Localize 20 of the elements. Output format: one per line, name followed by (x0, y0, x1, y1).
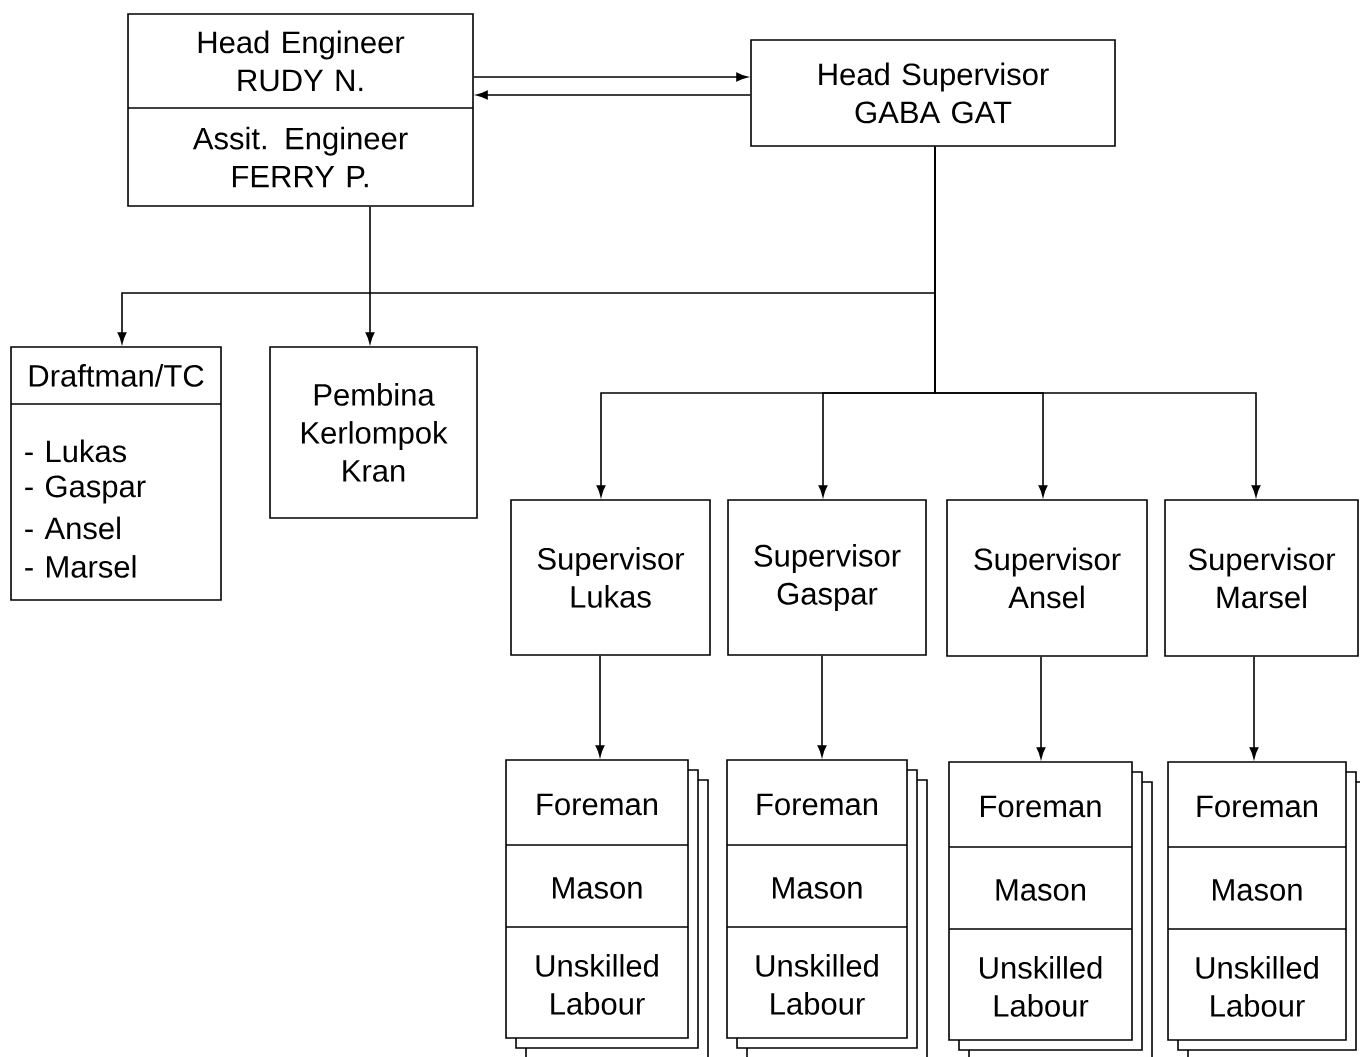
org-box: Head Supervisor GABA GAT (750, 39, 1116, 147)
arrow (1249, 656, 1259, 759)
stacked-box: Foreman Mason Unskilled Labour (505, 759, 709, 1057)
arrow (817, 655, 827, 757)
stacked-box: Foreman Mason Unskilled Labour (1167, 761, 1360, 1057)
arrow (934, 146, 1261, 497)
org-box: Supervisor Lukas (510, 499, 711, 656)
org-box: Supervisor Marsel (1164, 499, 1359, 657)
arrow (1036, 656, 1046, 759)
stacked-box: Foreman Mason Unskilled Labour (726, 759, 928, 1057)
stacked-box: Foreman Mason Unskilled Labour (948, 761, 1153, 1057)
arrow (473, 72, 748, 82)
org-box: Supervisor Ansel (946, 499, 1148, 657)
org-box: Supervisor Gaspar (727, 499, 927, 656)
org-box: Head Engineer RUDY N. Assit. Engineer FERRY P. (127, 13, 474, 207)
org-box: Pembina Kerlompok Kran (269, 346, 478, 519)
arrow (595, 655, 605, 757)
arrow (365, 206, 375, 344)
arrow (476, 90, 751, 100)
org-box: Draftman/TC - Lukas - Gaspar - Ansel - Marsel (10, 346, 222, 601)
